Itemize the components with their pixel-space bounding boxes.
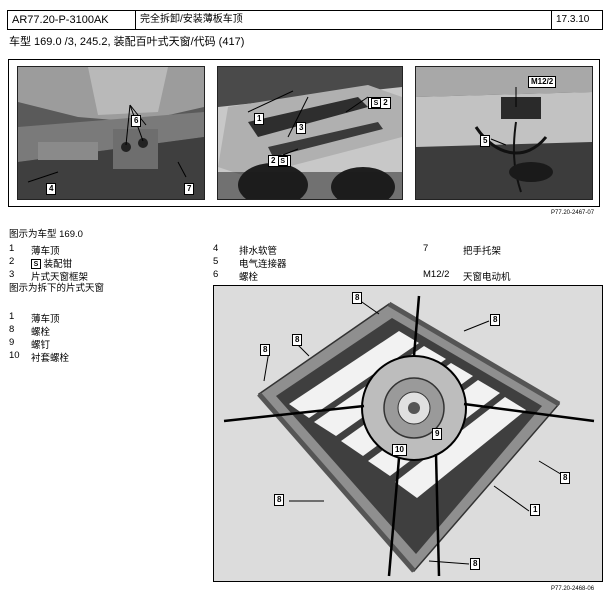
callout-1: 1: [530, 504, 541, 516]
callout-3: 3: [296, 122, 307, 134]
legend-num: 6: [213, 269, 219, 280]
callout-2-bottom-text: 2: [271, 156, 276, 166]
photo-underbody-image: [18, 67, 204, 199]
photo-roof-interior-image: [218, 67, 402, 199]
callout-m12-2: M12/2: [528, 76, 557, 88]
legend-text: 天窗电动机: [463, 272, 511, 283]
callout-2-top-text: 2: [383, 98, 388, 108]
callout-6: 6: [131, 115, 142, 127]
callout-9: 9: [432, 428, 443, 440]
callout-8: 8: [490, 314, 501, 326]
tool-symbol-icon: S: [31, 259, 41, 270]
callout-10: 10: [392, 444, 407, 456]
legend-text-with-icon: S 装配钳: [31, 256, 72, 270]
photo-motor-image: [416, 67, 592, 199]
callout-8: 8: [292, 334, 303, 346]
figure-2: 8 8 8 8 8 8 8 1 9 10: [213, 285, 603, 582]
legend-2-intro: 图示为拆下的片式天窗: [9, 283, 105, 294]
callout-8: 8: [470, 558, 481, 570]
callout-2-bottom: 2 S: [268, 155, 291, 168]
callout-8: 8: [274, 494, 285, 506]
callout-5: 5: [480, 135, 491, 147]
callout-8: 8: [352, 292, 363, 304]
legend-num: 4: [213, 243, 219, 254]
figure-1: 6 4 7 1 3 S 2 2 S: [8, 59, 600, 207]
legend-num: 1: [9, 311, 15, 322]
sunroof-frame-image: [214, 286, 602, 581]
legend-text: 电气连接器: [239, 259, 287, 270]
doc-code: AR77.20-P-3100AK: [8, 11, 136, 29]
doc-date: 17.3.10: [556, 14, 590, 25]
callout-8: 8: [260, 344, 271, 356]
callout-7: 7: [184, 183, 195, 195]
figure-2-ref: P77.20-2468-06: [551, 586, 595, 592]
doc-title: 完全拆卸/安装薄板车顶: [136, 11, 552, 29]
legend-text: 排水软管: [239, 246, 278, 257]
legend-text: 装配钳: [43, 259, 73, 270]
callout-2-top: S 2: [368, 97, 391, 110]
callout-1: 1: [254, 113, 265, 125]
model-subtitle: 车型 169.0 /3, 245.2, 装配百叶式天窗/代码 (417): [9, 36, 245, 48]
legend-num: M12/2: [423, 269, 450, 280]
legend-num: 5: [213, 256, 219, 267]
legend-text: 螺栓: [31, 327, 51, 338]
legend-text: 螺钉: [31, 340, 51, 351]
tool-symbol-icon: S: [371, 98, 381, 108]
legend-text: 把手托架: [463, 246, 502, 257]
legend-num: 9: [9, 337, 15, 348]
legend-text: 衬套螺栓: [31, 353, 70, 364]
legend-num: 1: [9, 243, 15, 254]
legend-text: 薄车顶: [31, 314, 60, 325]
legend-num: 2: [9, 256, 15, 267]
legend-1-intro: 图示为车型 169.0: [9, 229, 83, 240]
document-header: AR77.20-P-3100AK 完全拆卸/安装薄板车顶 17.3.10: [7, 10, 603, 30]
legend-num: 7: [423, 243, 429, 254]
figure-1-ref: P77.20-2467-07: [551, 210, 595, 216]
legend-num: 3: [9, 269, 15, 280]
photo-underbody: 6 4 7: [17, 66, 205, 200]
legend-num: 8: [9, 324, 15, 335]
legend-text: 螺栓: [239, 272, 259, 283]
photo-roof-interior: 1 3 S 2 2 S: [217, 66, 403, 200]
legend-text: 片式天窗框架: [31, 272, 89, 283]
legend-text: 薄车顶: [31, 246, 60, 257]
tool-symbol-icon: S: [277, 156, 288, 166]
photo-motor: M12/2 5: [415, 66, 593, 200]
callout-8: 8: [560, 472, 571, 484]
legend-num: 10: [9, 350, 20, 361]
callout-4: 4: [46, 183, 57, 195]
